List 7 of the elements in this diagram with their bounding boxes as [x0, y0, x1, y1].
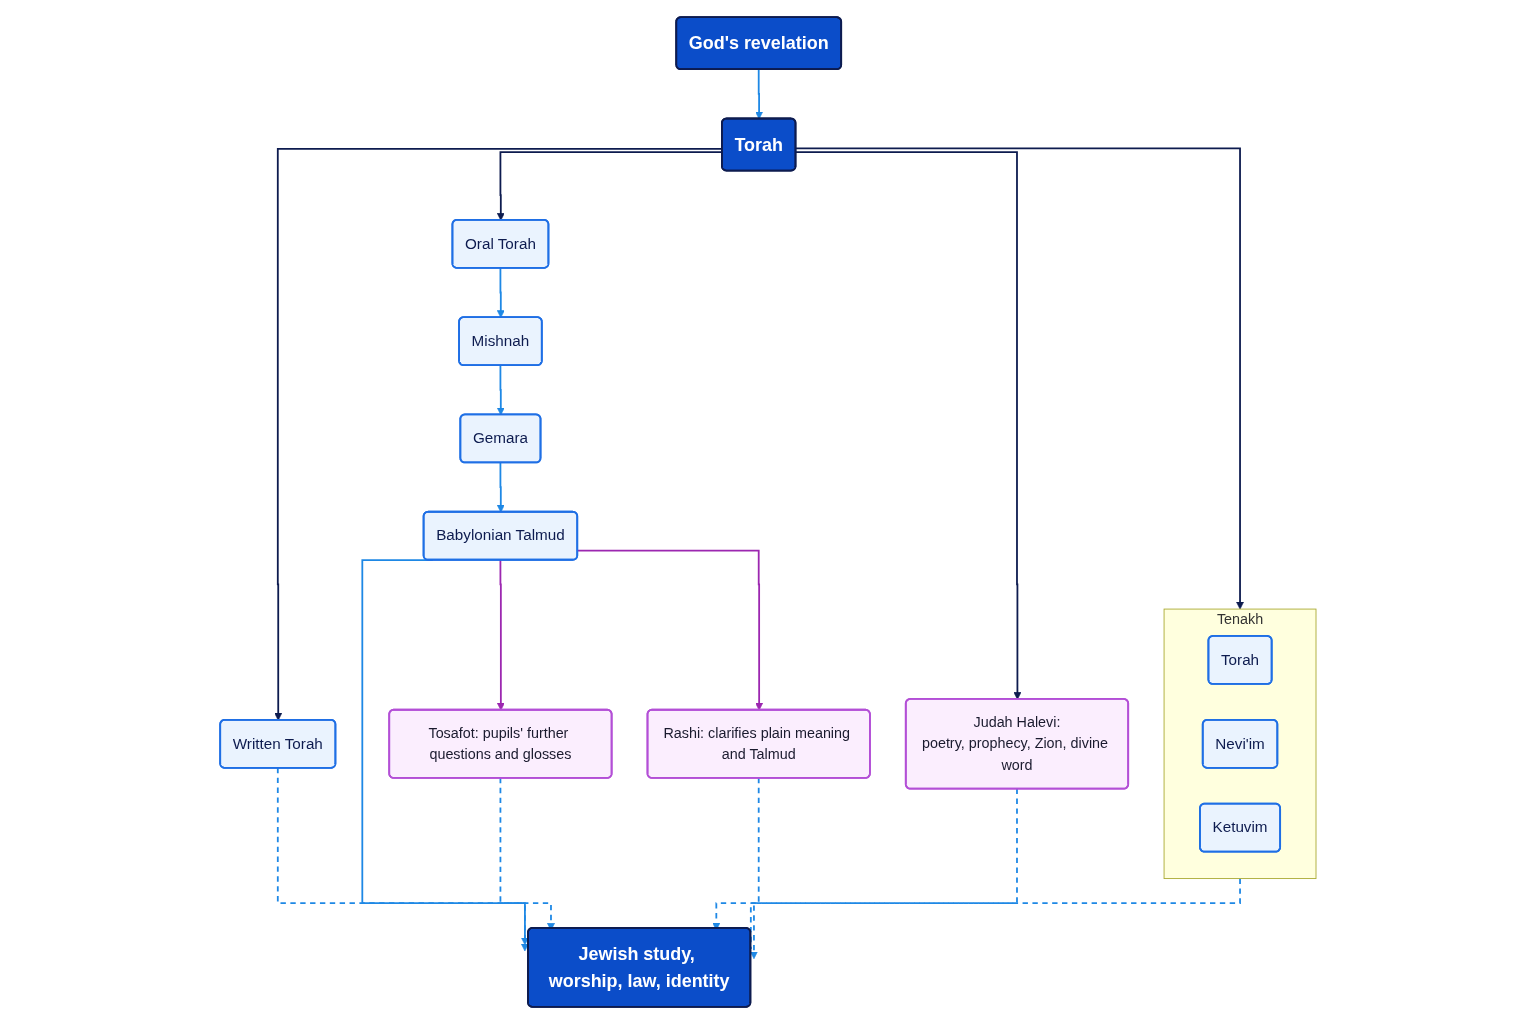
arrow [496, 364, 505, 416]
arrow [496, 267, 505, 318]
arrow [496, 462, 505, 513]
arrow [276, 767, 529, 952]
arrow [361, 559, 529, 946]
arrow [755, 68, 763, 120]
arrow [496, 559, 505, 711]
